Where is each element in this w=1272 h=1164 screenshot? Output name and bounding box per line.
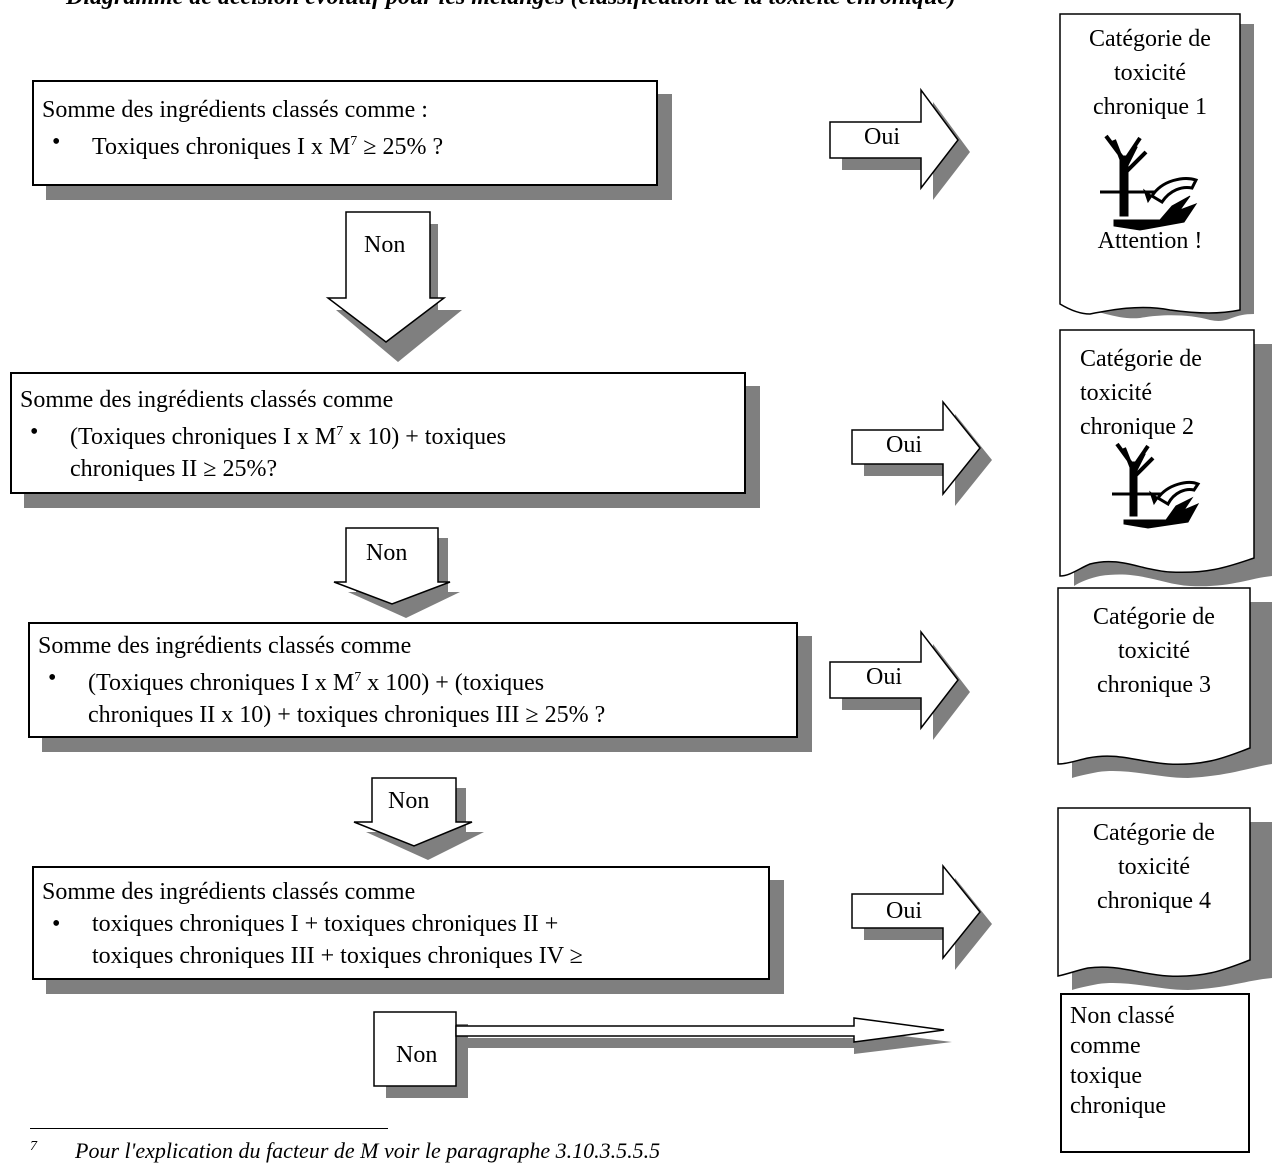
- question-1-text-b: ≥ 25% ?: [357, 134, 444, 160]
- question-box-4: Somme des ingrédients classés comme • to…: [32, 866, 770, 980]
- question-2-line2: chroniques II ≥ 25%?: [70, 456, 278, 482]
- not-classified-line3: toxique: [1070, 1063, 1142, 1089]
- not-classified-box: Non classé comme toxique chronique: [1060, 993, 1250, 1153]
- document-shape: [1057, 807, 1272, 990]
- yes-label: Oui: [886, 432, 922, 458]
- result-3-line2: toxicité: [1118, 638, 1190, 664]
- no-label: Non: [388, 788, 430, 814]
- down-arrow-icon: [325, 211, 462, 362]
- footnote: 7 Pour l'explication du facteur de M voir…: [30, 1138, 660, 1164]
- question-3-lead: Somme des ingrédients classés comme: [38, 633, 412, 659]
- down-arrow-icon: [333, 527, 460, 618]
- result-1-line3: chronique 1: [1093, 94, 1207, 120]
- result-category-4: Catégorie de toxicité chronique 4: [1057, 807, 1272, 990]
- question-1-lead: Somme des ingrédients classés comme :: [42, 97, 428, 123]
- yes-arrow-3: Oui: [829, 629, 970, 740]
- yes-arrow-4: Oui: [851, 863, 992, 970]
- right-arrow-icon: [851, 863, 992, 970]
- question-2-criterion: • (Toxiques chroniques I x M7 x 10) + to…: [20, 416, 744, 485]
- page-heading-text: Diagramme de décision évolutif pour les …: [66, 0, 956, 10]
- no-arrow-2: Non: [326, 527, 466, 618]
- long-right-arrow-icon: [373, 1011, 952, 1098]
- result-4-line1: Catégorie de: [1093, 820, 1215, 846]
- document-shape: [1059, 13, 1254, 321]
- result-4-line3: chronique 4: [1097, 888, 1211, 914]
- result-2-line1: Catégorie de: [1080, 346, 1202, 372]
- result-4-line2: toxicité: [1118, 854, 1190, 880]
- no-arrow-1: Non: [325, 211, 466, 362]
- document-shape: [1059, 329, 1272, 587]
- not-classified-line1: Non classé: [1070, 1003, 1175, 1029]
- question-box-2: Somme des ingrédients classés comme • (T…: [10, 372, 746, 494]
- footnote-ref: 7: [350, 134, 358, 149]
- footnote-ref: 7: [336, 424, 344, 439]
- result-3-line1: Catégorie de: [1093, 604, 1215, 630]
- bullet-icon: •: [52, 129, 61, 155]
- yes-label: Oui: [886, 898, 922, 924]
- result-category-3: Catégorie de toxicité chronique 3: [1057, 587, 1272, 778]
- yes-arrow-2: Oui: [851, 399, 992, 506]
- question-2-lead: Somme des ingrédients classés comme: [20, 387, 394, 413]
- footnote-separator: [30, 1128, 388, 1129]
- question-1-criterion: • Toxiques chroniques I x M7 ≥ 25% ?: [42, 126, 656, 163]
- yes-label: Oui: [866, 664, 902, 690]
- right-arrow-icon: [851, 399, 992, 506]
- question-4-lead: Somme des ingrédients classés comme: [42, 879, 416, 905]
- bullet-icon: •: [52, 911, 61, 937]
- question-4-criterion: • toxiques chroniques I + toxiques chron…: [42, 908, 768, 972]
- not-classified-line4: chronique: [1070, 1093, 1166, 1119]
- no-label: Non: [364, 232, 406, 258]
- right-arrow-icon: [829, 87, 970, 200]
- yes-arrow-1: Oui: [829, 87, 970, 200]
- document-shape: [1057, 587, 1272, 778]
- question-box-3: Somme des ingrédients classés comme • (T…: [28, 622, 798, 738]
- question-4-line2: toxiques chroniques III + toxiques chron…: [92, 943, 583, 969]
- result-3-line3: chronique 3: [1097, 672, 1211, 698]
- result-category-2: Catégorie de toxicité chronique 2: [1059, 329, 1272, 587]
- environment-hazard-icon: [1112, 442, 1201, 529]
- footnote-text: Pour l'explication du facteur de M voir …: [75, 1138, 661, 1163]
- down-arrow-icon: [353, 777, 484, 860]
- no-label: Non: [366, 540, 408, 566]
- environment-hazard-icon: [1100, 134, 1199, 231]
- result-2-line2: toxicité: [1080, 380, 1152, 406]
- result-category-1: Catégorie de toxicité chronique 1 Attent…: [1059, 13, 1260, 321]
- question-2-text-a: (Toxiques chroniques I x M: [70, 424, 337, 450]
- bullet-icon: •: [48, 665, 57, 691]
- page-heading: Diagramme de décision évolutif pour les …: [0, 0, 1272, 10]
- question-3-criterion: • (Toxiques chroniques I x M7 x 100) + (…: [38, 662, 796, 731]
- no-arrow-4: Non: [373, 1011, 954, 1102]
- question-3-text-b: x 100) + (toxiques: [361, 670, 545, 696]
- footnote-marker: 7: [30, 1138, 37, 1154]
- yes-label: Oui: [864, 124, 900, 150]
- result-1-line2: toxicité: [1114, 60, 1186, 86]
- bullet-icon: •: [30, 419, 39, 445]
- result-1-signal-word: Attention !: [1097, 228, 1203, 254]
- right-arrow-icon: [829, 629, 970, 740]
- question-3-line2: chroniques II x 10) + toxiques chronique…: [88, 702, 606, 728]
- question-box-1: Somme des ingrédients classés comme : • …: [32, 80, 658, 186]
- result-2-line3: chronique 2: [1080, 414, 1194, 440]
- not-classified-line2: comme: [1070, 1033, 1141, 1059]
- result-1-line1: Catégorie de: [1089, 26, 1211, 52]
- footnote-ref: 7: [354, 670, 362, 685]
- no-arrow-3: Non: [352, 777, 492, 860]
- question-4-text-a: toxiques chroniques I + toxiques chroniq…: [92, 911, 559, 937]
- no-label: Non: [396, 1042, 438, 1068]
- question-1-text-a: Toxiques chroniques I x M: [92, 134, 351, 160]
- question-3-text-a: (Toxiques chroniques I x M: [88, 670, 355, 696]
- question-2-text-b: x 10) + toxiques: [343, 424, 507, 450]
